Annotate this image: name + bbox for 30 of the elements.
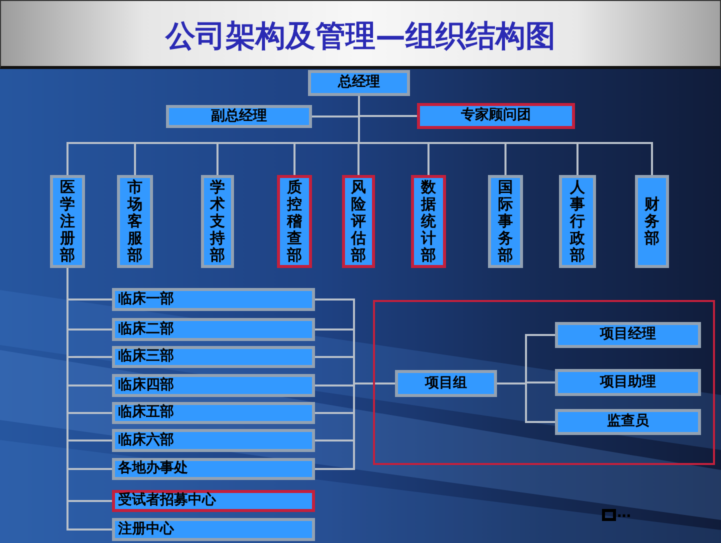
unit-box: 临床四部 xyxy=(112,374,315,397)
department-box: 质控稽查部 xyxy=(277,175,312,268)
department-box: 数据统计部 xyxy=(411,175,446,268)
unit-box: 受试者招募中心 xyxy=(112,490,315,512)
department-box: 市场客服部 xyxy=(117,175,153,268)
role-box: 副总经理 xyxy=(166,105,312,128)
unit-box: 临床五部 xyxy=(112,402,315,424)
role-box: 项目助理 xyxy=(555,369,701,396)
title: 公司架构及管理—组织结构图 xyxy=(164,18,556,56)
role-box: 项目经理 xyxy=(555,322,701,348)
department-box: 医学注册部 xyxy=(50,175,85,268)
department-box: 国际事务部 xyxy=(488,175,523,268)
role-box: 专家顾问团 xyxy=(417,103,575,129)
connector-line xyxy=(358,96,653,175)
connector-line xyxy=(497,382,555,423)
department-box: 学术支持部 xyxy=(201,175,234,268)
unit-box: 临床二部 xyxy=(112,318,315,341)
unit-box: 临床一部 xyxy=(112,288,315,311)
unit-box: 各地办事处 xyxy=(112,458,315,480)
department-box: 风险评估部 xyxy=(342,175,375,268)
note-text: … xyxy=(617,505,631,521)
group-frame xyxy=(373,300,715,465)
department-box: 财务部 xyxy=(635,175,669,268)
team-box: 项目组 xyxy=(395,370,497,397)
unit-box: 注册中心 xyxy=(112,518,315,541)
unit-box: 临床六部 xyxy=(112,429,315,452)
department-box: 人事行政部 xyxy=(559,175,596,268)
role-box: 总经理 xyxy=(308,70,410,96)
unit-box: 临床三部 xyxy=(112,346,315,368)
role-box: 监查员 xyxy=(555,409,701,435)
